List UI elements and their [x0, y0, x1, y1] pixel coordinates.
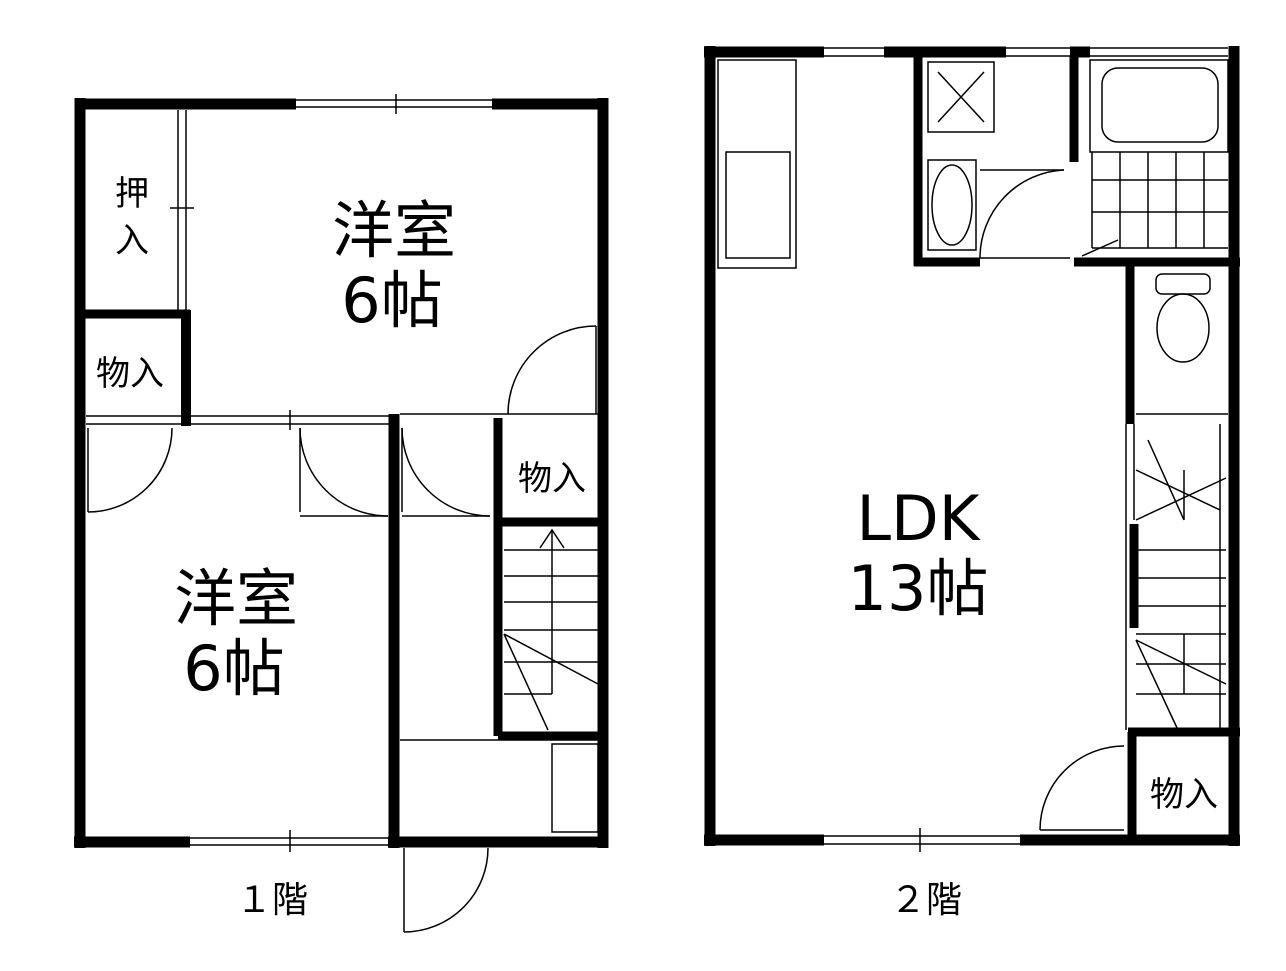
bottom-room-name: 洋室: [174, 562, 298, 635]
top-room-size: 6帖: [341, 264, 442, 337]
floor-1-outer-walls: [74, 98, 609, 848]
washroom-walls: [913, 56, 1240, 267]
floor-1-top-window: [296, 94, 492, 114]
washroom-fixtures: [927, 61, 1070, 259]
floor-2-plan: [704, 46, 1240, 852]
toilet-fixture: [1136, 273, 1228, 415]
bottom-room-size: 6帖: [183, 632, 284, 705]
floor-2-top-windows: [824, 47, 1228, 57]
floor-1-stairs: [503, 528, 599, 731]
floor-1-middle-partition: [86, 410, 600, 430]
stairs-and-storage: [493, 418, 600, 741]
floor-1-plan: [74, 94, 609, 933]
floor-2-stairs: [1125, 424, 1227, 731]
floor-2-outer-walls: [704, 46, 1240, 846]
stairs-side-walls: [1127, 524, 1240, 840]
top-room-name: 洋室: [332, 194, 456, 267]
floor-1-label: １階: [236, 880, 308, 921]
kitchen-counter: [717, 59, 797, 269]
front-door: [403, 847, 489, 933]
oshiire-closet: [170, 110, 194, 310]
floor-2-bottom-window: [824, 828, 1020, 852]
storage-left-label: 物入: [96, 354, 164, 394]
floor-2-storage-label: 物入: [1150, 775, 1218, 815]
oshiire-label-1: 押: [115, 174, 149, 214]
ldk-room-size: 13帖: [848, 552, 989, 625]
oshiire-label-2: 入: [115, 221, 149, 261]
floor-1-bottom-window: [190, 830, 388, 852]
entrance-shoe-box: [400, 739, 600, 833]
floor-2-label: ２階: [890, 880, 962, 921]
bathroom: [1081, 59, 1229, 257]
storage-right-label: 物入: [518, 459, 586, 499]
floor-2-storage-door: [1039, 745, 1125, 831]
bottom-room-doors: [87, 427, 491, 517]
top-room-door: [507, 325, 597, 415]
ldk-room-name: LDK: [857, 482, 981, 555]
